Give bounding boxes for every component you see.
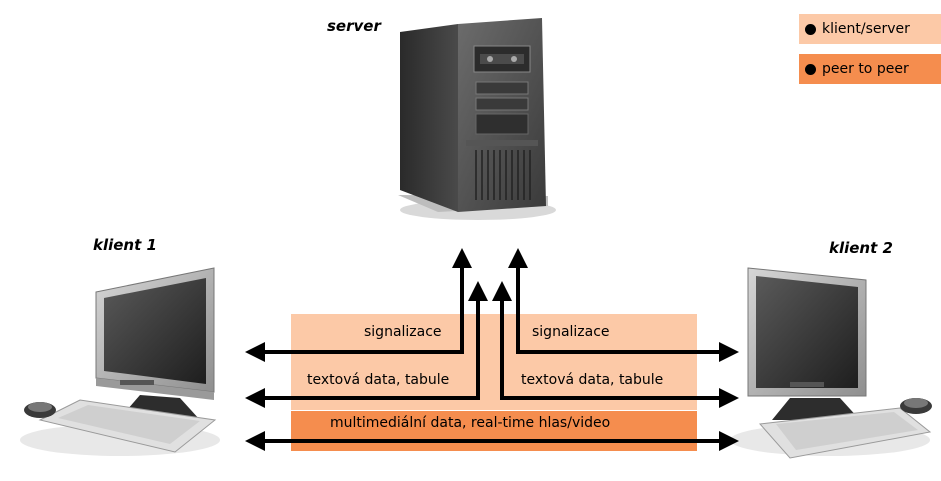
text-left-arrow	[245, 281, 488, 408]
legend-peer-to-peer-label: peer to peer	[822, 61, 909, 77]
server-tower-icon	[398, 18, 556, 220]
client2-computer-icon	[730, 267, 932, 459]
text-left-label: textová data, tabule	[307, 372, 450, 388]
client1-computer-icon	[20, 267, 220, 456]
legend-bullet-icon	[805, 23, 816, 35]
server-label: server	[327, 17, 381, 35]
legend-client-server-label: klient/server	[822, 21, 910, 37]
client2-label: klient 2	[829, 239, 893, 257]
multimedia-label: multimediální data, real-time hlas/video	[330, 415, 611, 431]
legend-bullet-icon	[805, 63, 816, 75]
signaling-right-label: signalizace	[532, 324, 610, 340]
legend-peer-to-peer: peer to peer	[799, 54, 941, 84]
text-right-label: textová data, tabule	[521, 372, 664, 388]
client1-label: klient 1	[93, 236, 157, 254]
text-right-arrow	[492, 281, 739, 408]
signaling-left-label: signalizace	[364, 324, 442, 340]
legend-client-server: klient/server	[799, 14, 941, 44]
